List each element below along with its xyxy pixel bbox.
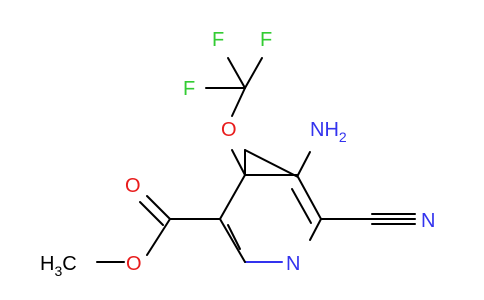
amino-nitrogen-label: NH2 bbox=[310, 119, 347, 145]
nitrile-nitrogen-label: N bbox=[421, 210, 435, 232]
bond-c6-c5 bbox=[219, 218, 246, 263]
bond-c4-o bbox=[231, 149, 246, 176]
bond-c4-c3 bbox=[244, 149, 299, 178]
bond-c-f-top-left bbox=[227, 57, 246, 89]
bond-c-o-single bbox=[146, 218, 171, 256]
fluorine-top-right-label: F bbox=[260, 29, 272, 51]
bond-c6-c5-inner bbox=[227, 224, 241, 250]
bond-c2-n1 bbox=[309, 218, 322, 241]
bond-o-cf3 bbox=[231, 87, 246, 117]
bond-c3-c2-inner bbox=[291, 188, 312, 224]
bond-c-o-double-2 bbox=[139, 201, 164, 226]
ether-oxygen-label: O bbox=[221, 119, 237, 141]
ring-nitrogen-label: N bbox=[286, 253, 300, 275]
carbonyl-oxygen-label: O bbox=[125, 175, 141, 197]
bond-c-f-top-right bbox=[244, 57, 263, 89]
bond-c3-c2 bbox=[297, 176, 322, 220]
fluorine-left-label: F bbox=[183, 78, 195, 100]
ester-oxygen-label: O bbox=[126, 253, 142, 275]
methyl-label: H3C bbox=[40, 253, 77, 279]
bond-c-o-double-1 bbox=[146, 195, 171, 220]
bond-c3-n-amino bbox=[297, 151, 311, 176]
bond-c5-c4 bbox=[219, 174, 246, 220]
fluorine-top-left-label: F bbox=[212, 29, 224, 51]
